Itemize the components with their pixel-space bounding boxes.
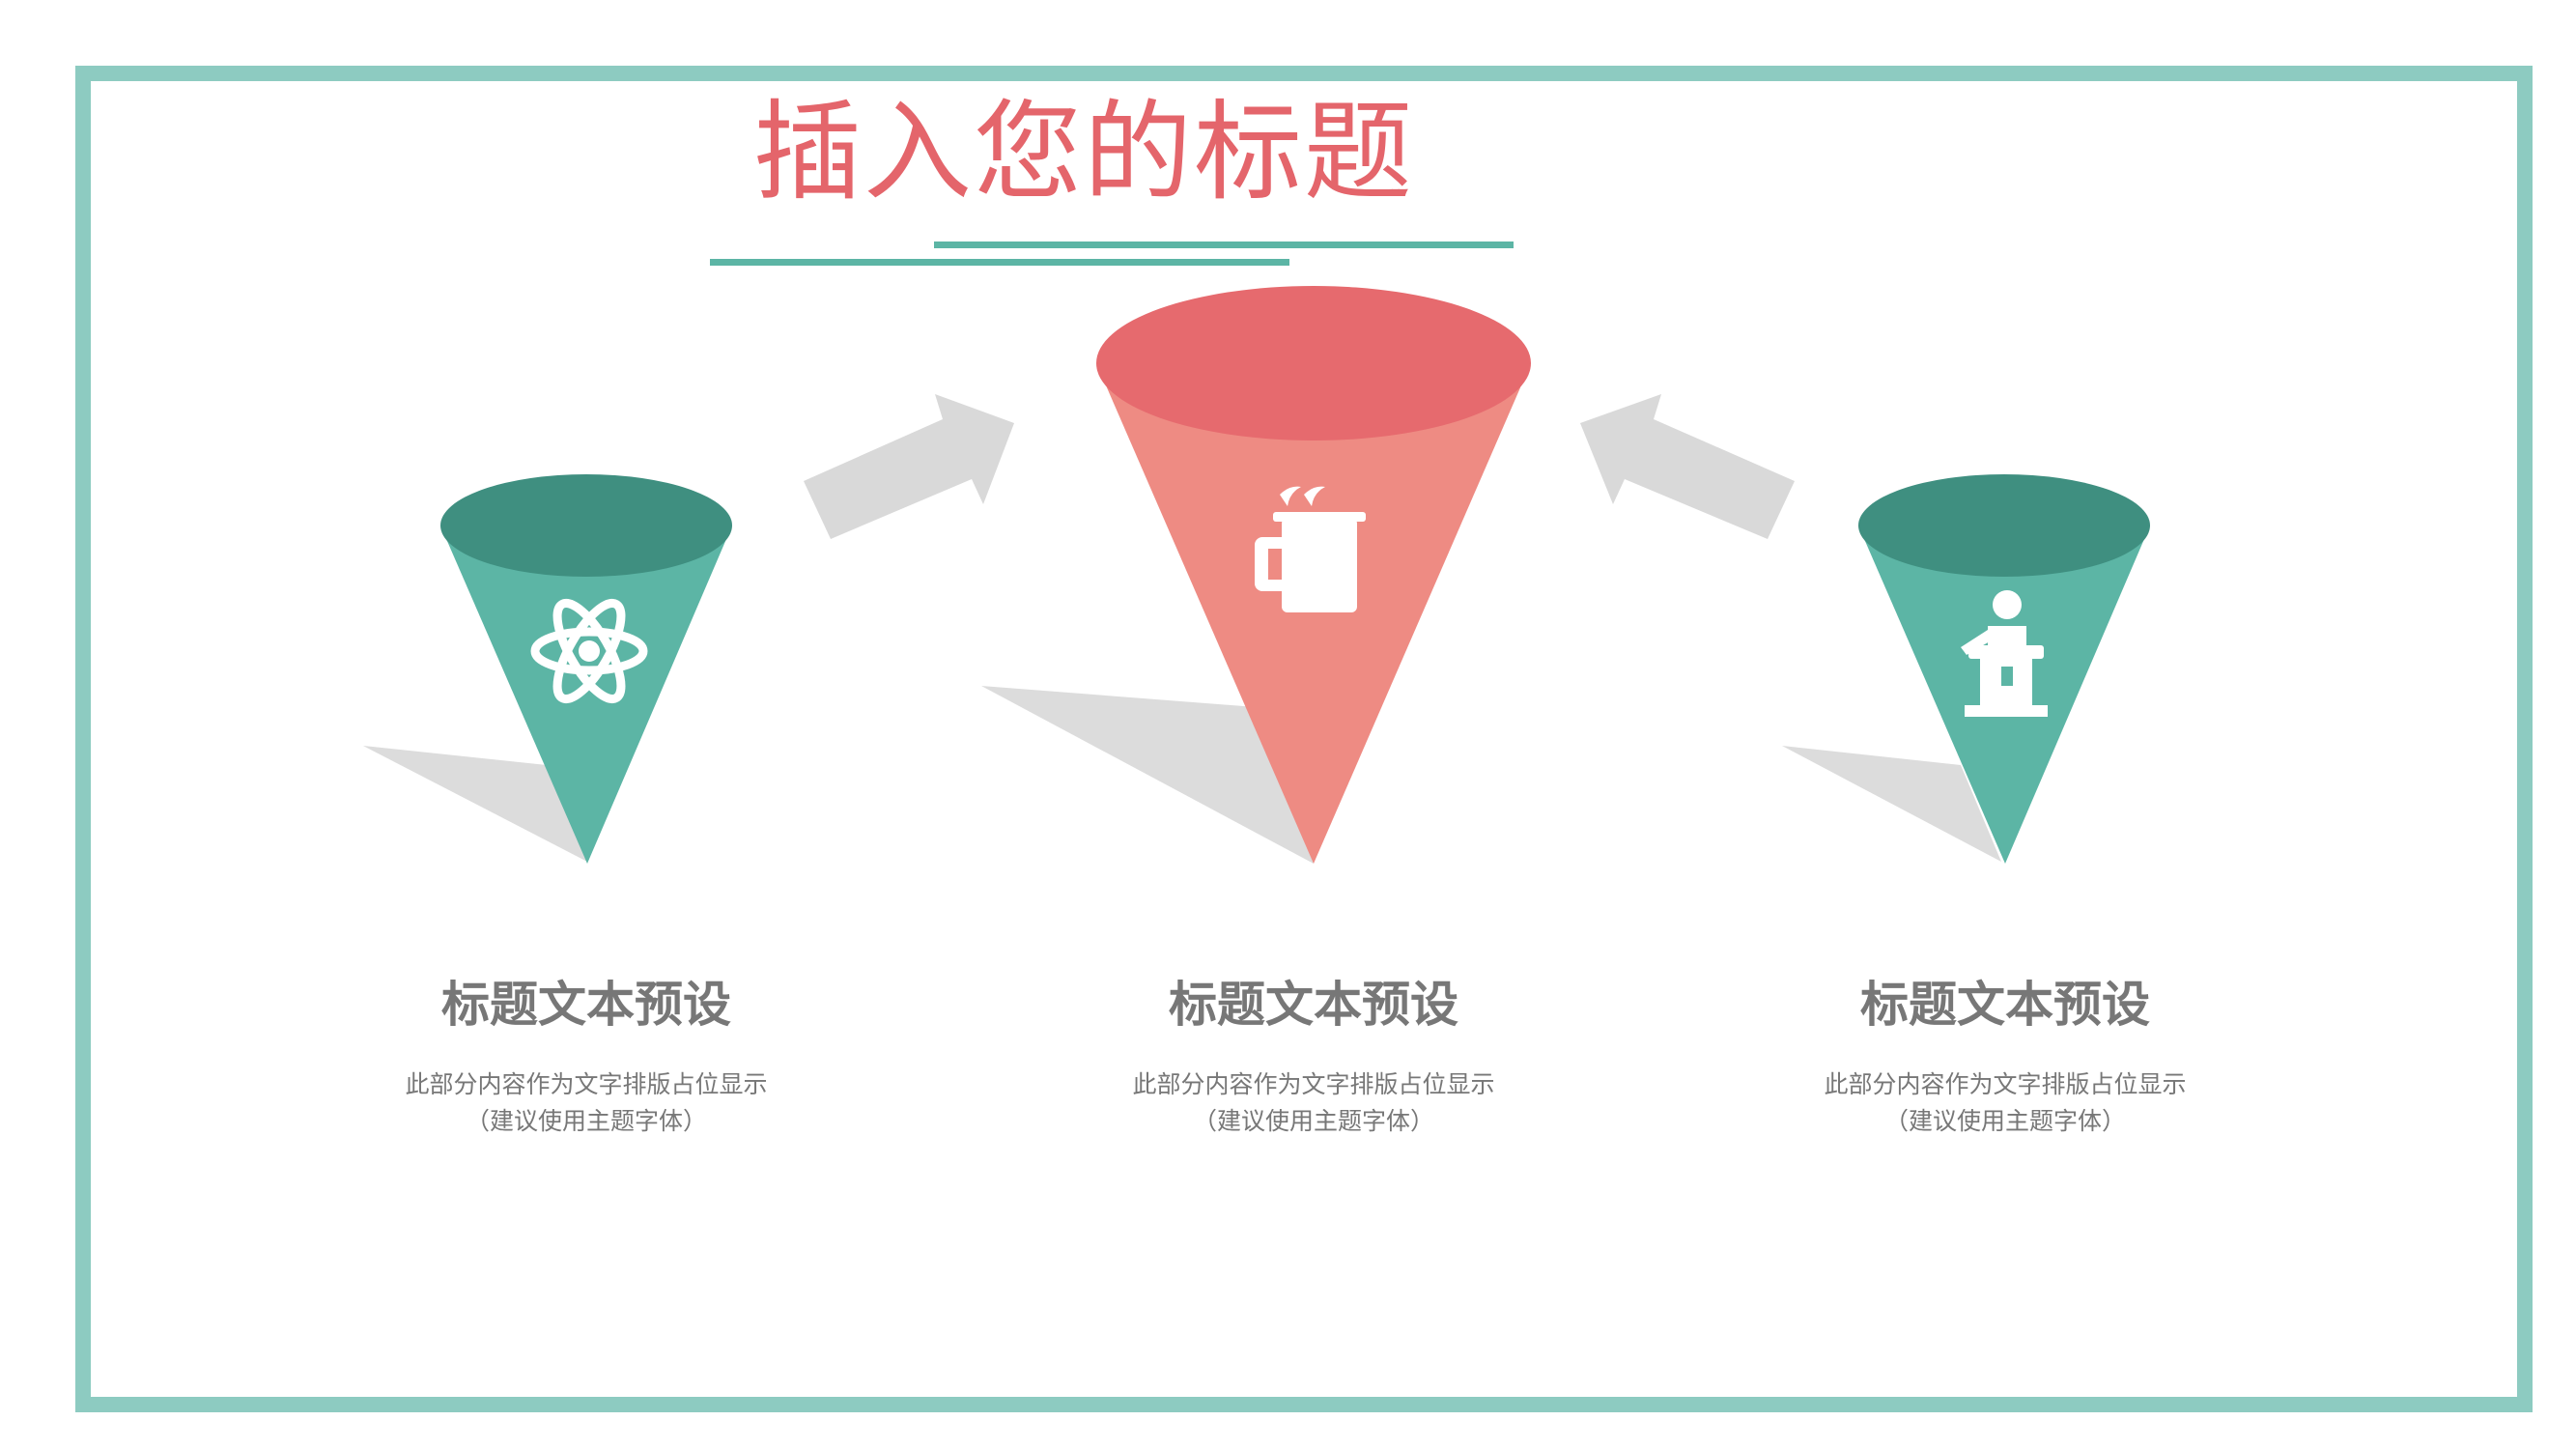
card-2-desc-line2: （建议使用主题字体）	[1192, 1107, 1434, 1135]
title-underline-top	[934, 242, 1514, 248]
title-underline-bottom	[710, 259, 1289, 266]
center-cone	[1096, 286, 1531, 864]
card-1-desc-line2: （建议使用主题字体）	[465, 1107, 707, 1135]
card-1-description: 此部分内容作为文字排版占位显示 （建议使用主题字体）	[297, 1066, 876, 1140]
speaker-podium-icon	[1961, 590, 2048, 717]
card-1-title: 标题文本预设	[441, 977, 731, 1033]
right-cone-shadow	[1782, 746, 2001, 862]
card-3-desc-line2: （建议使用主题字体）	[1883, 1107, 2126, 1135]
mug-icon	[1255, 486, 1366, 612]
arrow-right-icon	[804, 394, 1014, 539]
card-3-description: 此部分内容作为文字排版占位显示 （建议使用主题字体）	[1715, 1066, 2295, 1140]
atom-icon	[530, 598, 648, 704]
card-1-desc-line1: 此部分内容作为文字排版占位显示	[405, 1070, 768, 1098]
card-3-desc-line1: 此部分内容作为文字排版占位显示	[1824, 1070, 2187, 1098]
left-cone	[440, 474, 732, 864]
center-cone-shadow	[981, 686, 1314, 864]
slide-frame	[75, 66, 2533, 1412]
card-2-description: 此部分内容作为文字排版占位显示 （建议使用主题字体）	[1024, 1066, 1603, 1140]
card-2-title: 标题文本预设	[1169, 977, 1458, 1033]
card-3-title: 标题文本预设	[1860, 977, 2150, 1033]
arrow-left-icon	[1580, 394, 1795, 539]
card-2-desc-line1: 此部分内容作为文字排版占位显示	[1132, 1070, 1495, 1098]
slide-title: 插入您的标题	[753, 90, 1414, 215]
left-cone-shadow	[363, 746, 587, 862]
